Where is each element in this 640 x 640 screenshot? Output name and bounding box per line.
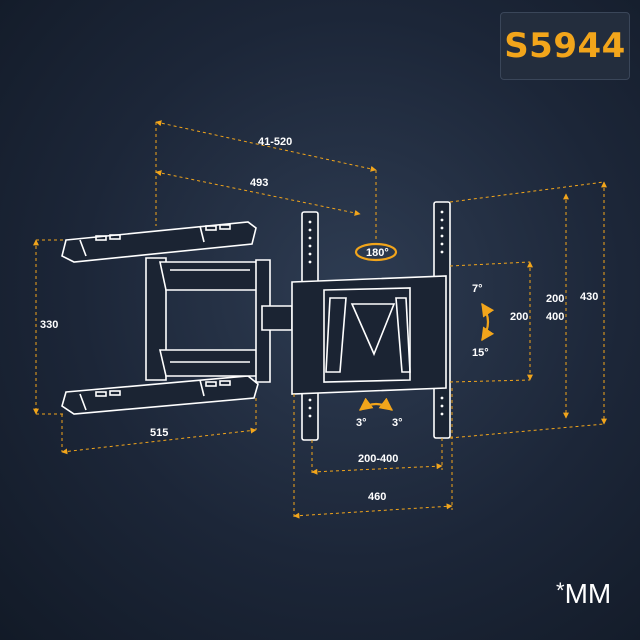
unit-label: MM <box>564 578 612 609</box>
unit-note: *MM <box>556 578 611 610</box>
angle-swivel: 180° <box>366 247 389 259</box>
dim-arm-length: 493 <box>250 177 268 189</box>
angle-tilt-up: 7° <box>472 283 483 295</box>
dim-arm-height: 330 <box>40 319 58 331</box>
dim-plate-width: 460 <box>368 491 386 503</box>
dim-arm-extension-range: 41-520 <box>258 136 292 148</box>
unit-star: * <box>556 578 565 603</box>
rotation-arrows <box>354 242 495 411</box>
dim-plate-height: 430 <box>580 291 598 303</box>
angle-tilt-down: 15° <box>472 347 489 359</box>
level-arrow-icon <box>358 397 394 411</box>
dim-vesa-vertical-range-bottom: 400 <box>546 311 564 323</box>
tv-plate-drawing <box>291 201 451 441</box>
dim-vesa-vertical-small: 200 <box>510 311 528 323</box>
tilt-arrow-icon <box>481 302 495 342</box>
model-badge: S5944 <box>500 12 630 80</box>
dim-vesa-vertical-range-top: 200 <box>546 293 564 305</box>
angle-level-left: 3° <box>356 417 367 429</box>
swing-arm-drawing <box>61 221 293 415</box>
dimension-lines <box>33 120 607 520</box>
swivel-arrow-icon <box>354 242 398 262</box>
angle-level-right: 3° <box>392 417 403 429</box>
dim-vesa-horizontal: 200-400 <box>358 453 398 465</box>
dim-arm-width: 515 <box>150 427 168 439</box>
